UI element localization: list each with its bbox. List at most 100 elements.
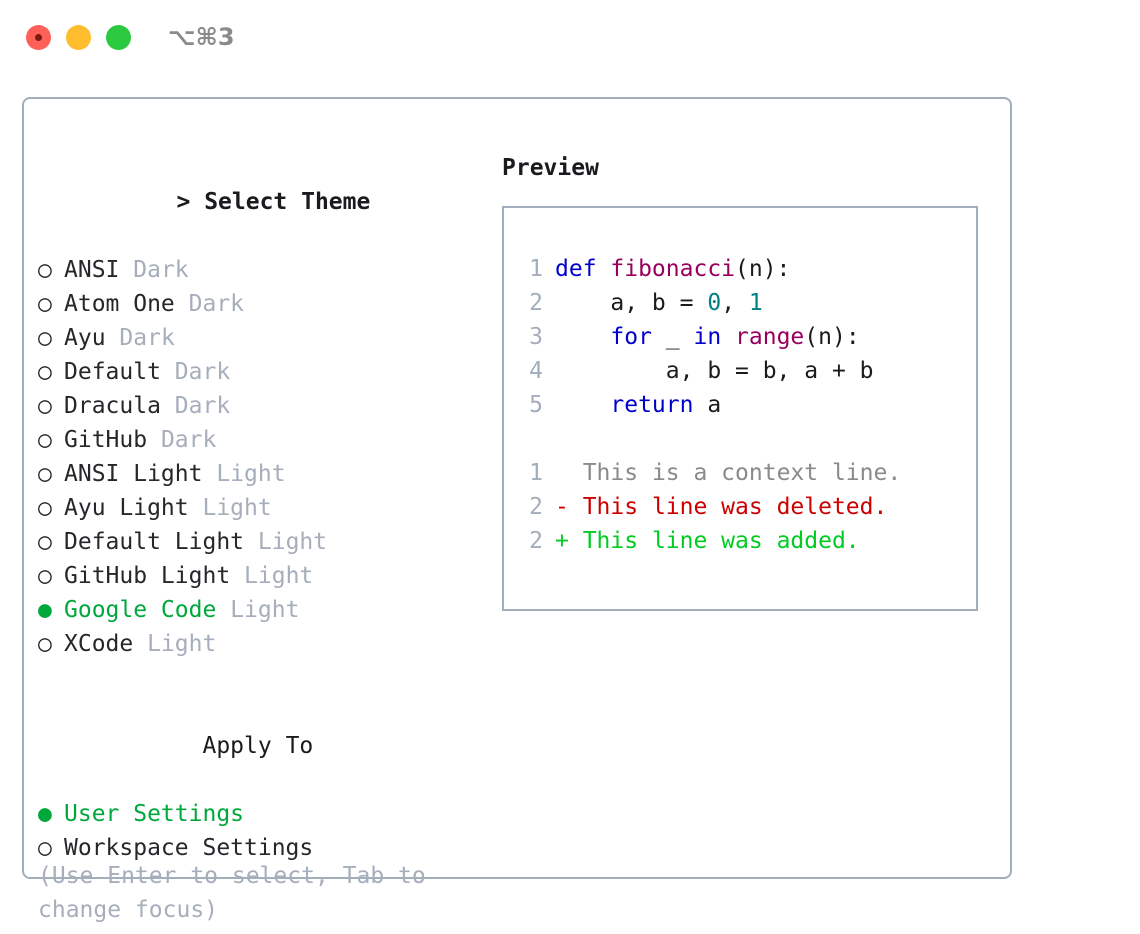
apply-to-header: Apply To bbox=[38, 695, 488, 797]
theme-option-category: Light bbox=[244, 563, 314, 589]
code-token: a bbox=[693, 392, 722, 418]
diff-ctx-text: This is a context line. bbox=[555, 460, 902, 486]
radio-selected-icon: ● bbox=[38, 801, 52, 827]
line-number: 3 bbox=[529, 324, 543, 350]
radio-unselected-icon: ○ bbox=[38, 495, 52, 521]
preview-divider bbox=[515, 422, 968, 456]
close-button[interactable] bbox=[26, 25, 51, 50]
theme-list: ○ANSI Dark○Atom One Dark○Ayu Dark○Defaul… bbox=[38, 253, 488, 661]
theme-option-ayu[interactable]: ○ Ayu Dark bbox=[38, 321, 488, 355]
line-number: 4 bbox=[529, 358, 543, 384]
code-token: return bbox=[610, 392, 694, 418]
theme-option-label: ANSI Light bbox=[64, 461, 203, 487]
apply-to-option-label: User Settings bbox=[64, 801, 245, 827]
theme-option-dracula[interactable]: ○ Dracula Dark bbox=[38, 389, 488, 423]
select-theme-header: > Select Theme bbox=[38, 151, 488, 253]
titlebar: ⌥⌘3 bbox=[0, 0, 1140, 76]
minimize-button[interactable] bbox=[66, 25, 91, 50]
theme-option-label: Dracula bbox=[64, 393, 161, 419]
code-token: def bbox=[555, 256, 611, 282]
section-spacer bbox=[38, 661, 488, 695]
theme-option-label: ANSI bbox=[64, 257, 120, 283]
code-token: a, b = bbox=[555, 290, 708, 316]
theme-option-ansi[interactable]: ○ ANSI Dark bbox=[38, 253, 488, 287]
apply-to-list: ● User Settings ○ Workspace Settings bbox=[38, 797, 488, 865]
code-line: 5 return a bbox=[515, 388, 968, 422]
select-theme-label: Select Theme bbox=[204, 189, 371, 215]
code-token: 1 bbox=[748, 290, 763, 316]
radio-unselected-icon: ○ bbox=[38, 835, 52, 861]
maximize-button[interactable] bbox=[106, 25, 131, 50]
theme-option-default-light[interactable]: ○ Default Light Light bbox=[38, 525, 488, 559]
theme-option-label: Default Light bbox=[64, 529, 245, 555]
radio-unselected-icon: ○ bbox=[38, 393, 52, 419]
code-line: 4 a, b = b, a + b bbox=[515, 354, 968, 388]
focus-caret-icon: > bbox=[176, 189, 205, 215]
theme-option-category: Light bbox=[230, 597, 300, 623]
theme-picker-dialog: > Select Theme ○ANSI Dark○Atom One Dark○… bbox=[22, 97, 1012, 923]
theme-option-category: Light bbox=[257, 529, 328, 555]
theme-option-xcode[interactable]: ○XCode Light bbox=[38, 627, 488, 661]
radio-unselected-icon: ○ bbox=[38, 291, 52, 317]
diff-text: This line was added. bbox=[582, 528, 860, 554]
apply-to-option-user-settings[interactable]: ● User Settings bbox=[38, 797, 488, 831]
code-token: (n): bbox=[735, 256, 791, 282]
diff-line: 2+ This line was added. bbox=[515, 524, 968, 558]
line-number: 2 bbox=[529, 290, 543, 316]
radio-unselected-icon: ○ bbox=[38, 359, 52, 385]
window-title: ⌥⌘3 bbox=[168, 23, 235, 51]
theme-option-atom-one[interactable]: ○ Atom One Dark bbox=[38, 287, 488, 321]
theme-option-github[interactable]: ○GitHub Dark bbox=[38, 423, 488, 457]
radio-unselected-icon: ○ bbox=[38, 631, 52, 657]
theme-option-label: Google Code bbox=[64, 597, 217, 623]
code-token bbox=[721, 324, 735, 350]
code-token: fibonacci bbox=[610, 256, 736, 282]
code-line: 2 a, b = 0, 1 bbox=[515, 286, 968, 320]
radio-unselected-icon: ○ bbox=[38, 529, 52, 555]
window-controls bbox=[26, 25, 131, 50]
theme-option-ansi-light[interactable]: ○ ANSI Light Light bbox=[38, 457, 488, 491]
radio-unselected-icon: ○ bbox=[38, 325, 52, 351]
theme-option-label: Atom One bbox=[64, 291, 175, 317]
line-number: 2 bbox=[529, 494, 543, 520]
theme-option-github-light[interactable]: ○GitHub Light Light bbox=[38, 559, 488, 593]
theme-option-label: Ayu Light bbox=[64, 495, 189, 521]
theme-option-default[interactable]: ○Default Dark bbox=[38, 355, 488, 389]
diff-sign: - bbox=[555, 494, 583, 520]
diff-sign bbox=[555, 460, 583, 486]
apply-to-label: Apply To bbox=[202, 733, 314, 759]
keyboard-hint: (Use Enter to select, Tab to change focu… bbox=[38, 863, 426, 923]
theme-option-category: Light bbox=[216, 461, 286, 487]
theme-option-category: Light bbox=[202, 495, 272, 521]
radio-unselected-icon: ○ bbox=[38, 563, 52, 589]
radio-selected-icon: ● bbox=[38, 597, 52, 623]
diff-del-text: - This line was deleted. bbox=[555, 494, 887, 520]
code-token: (n): bbox=[804, 324, 860, 350]
theme-option-category: Dark bbox=[188, 291, 245, 317]
diff-text: This is a context line. bbox=[582, 460, 902, 486]
apply-to-option-workspace-settings[interactable]: ○ Workspace Settings bbox=[38, 831, 488, 865]
code-token: _ bbox=[651, 324, 694, 350]
code-token: 0 bbox=[707, 290, 722, 316]
theme-option-category: Dark bbox=[119, 325, 175, 351]
diff-sign: + bbox=[555, 528, 583, 554]
code-token: for bbox=[610, 324, 652, 350]
radio-unselected-icon: ○ bbox=[38, 427, 52, 453]
apply-to-option-label: Workspace Settings bbox=[64, 835, 314, 861]
diff-add-text: + This line was added. bbox=[555, 528, 860, 554]
code-token: in bbox=[693, 324, 722, 350]
theme-option-category: Dark bbox=[160, 427, 217, 453]
theme-option-ayu-light[interactable]: ○ Ayu Light Light bbox=[38, 491, 488, 525]
theme-option-label: Ayu bbox=[64, 325, 106, 351]
theme-option-category: Dark bbox=[133, 257, 189, 283]
code-token bbox=[555, 392, 610, 418]
theme-option-google-code[interactable]: ● Google Code Light bbox=[38, 593, 488, 627]
radio-unselected-icon: ○ bbox=[38, 257, 52, 283]
radio-unselected-icon: ○ bbox=[38, 461, 52, 487]
theme-option-category: Dark bbox=[174, 393, 231, 419]
theme-option-category: Light bbox=[147, 631, 217, 657]
